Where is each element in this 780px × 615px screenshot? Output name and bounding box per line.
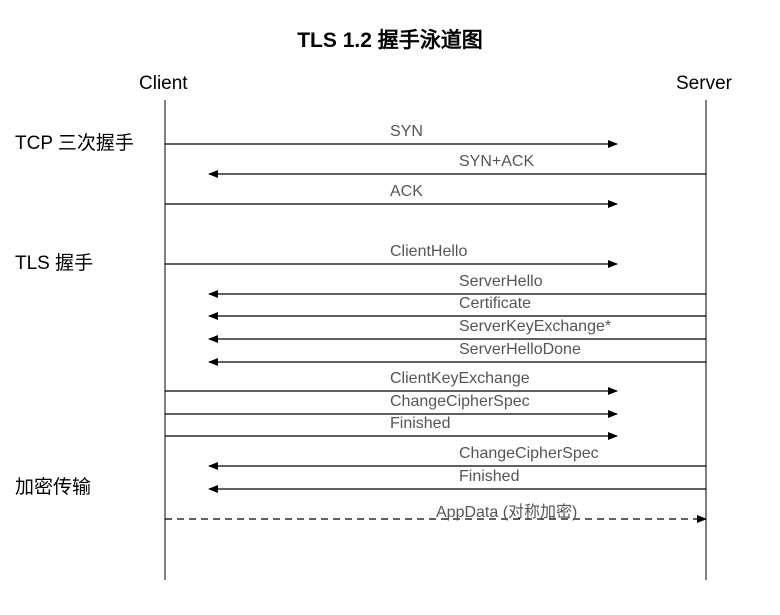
message-label-client-hello: ClientHello <box>390 243 468 260</box>
message-label-app-data: AppData (对称加密) <box>436 504 578 521</box>
message-label-ack: ACK <box>390 183 423 200</box>
message-label-syn-ack: SYN+ACK <box>459 153 535 170</box>
diagram-title: TLS 1.2 握手泳道图 <box>297 29 483 52</box>
message-label-server-key-exchange: ServerKeyExchange* <box>459 318 612 335</box>
message-label-change-cipher-spec-c: ChangeCipherSpec <box>390 393 530 410</box>
phase-label-tcp: TCP 三次握手 <box>15 133 134 154</box>
message-label-client-key-exchange: ClientKeyExchange <box>390 370 530 387</box>
phase-label-tls: TLS 握手 <box>15 253 94 274</box>
message-label-syn: SYN <box>390 123 423 140</box>
message-label-finished-s: Finished <box>459 468 520 485</box>
client-lane-label: Client <box>139 73 188 94</box>
message-label-change-cipher-spec-s: ChangeCipherSpec <box>459 445 599 462</box>
message-label-certificate: Certificate <box>459 295 532 312</box>
message-label-server-hello: ServerHello <box>459 273 543 290</box>
message-label-server-hello-done: ServerHelloDone <box>459 341 581 358</box>
message-label-finished-c: Finished <box>390 415 451 432</box>
phase-label-encrypted: 加密传输 <box>15 477 92 498</box>
server-lane-label: Server <box>676 73 732 94</box>
